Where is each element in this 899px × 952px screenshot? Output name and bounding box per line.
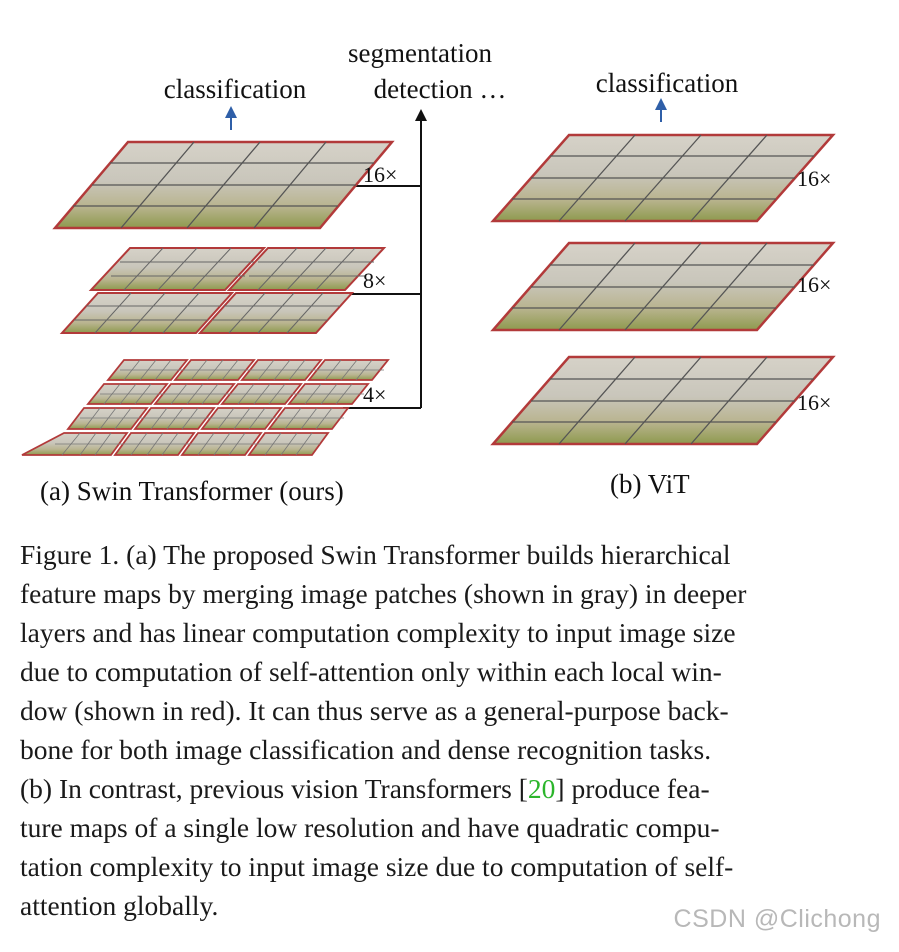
detection-label: detection …: [374, 74, 507, 104]
caption-line: tation complexity to input image size du…: [20, 851, 734, 882]
swin-layer-4x: [21, 359, 390, 456]
swin-classification-label: classification: [164, 74, 307, 104]
vit-subcaption: (b) ViT: [610, 469, 690, 499]
vit-layer-middle: [490, 241, 836, 332]
swin-scale-4x-label: 4×: [363, 382, 386, 407]
figure-caption: Figure 1. (a) The proposed Swin Transfor…: [20, 535, 856, 925]
caption-line: feature maps by merging image patches (s…: [20, 578, 747, 609]
vit-scale-top-label: 16×: [797, 166, 831, 191]
caption-line: Figure 1. (a) The proposed Swin Transfor…: [20, 539, 731, 570]
swin-transformer-panel: classification segmentation detection … …: [21, 38, 507, 506]
citation-link[interactable]: 20: [527, 773, 556, 804]
swin-scale-8x-label: 8×: [363, 268, 386, 293]
vit-panel: classification 16× 16× 16× (: [490, 68, 836, 499]
vit-layer-bottom: [490, 355, 836, 446]
caption-line: layers and has linear computation comple…: [20, 617, 736, 648]
caption-line: attention globally.: [20, 890, 219, 921]
vit-classification-label: classification: [596, 68, 739, 98]
caption-line-with-citation: (b) In contrast, previous vision Transfo…: [20, 769, 856, 808]
caption-line-part: (b) In contrast, previous vision Transfo…: [20, 773, 528, 804]
swin-layer-16x: [52, 140, 395, 230]
vit-layer-top: [490, 133, 836, 223]
caption-line: bone for both image classification and d…: [20, 734, 712, 765]
figure-1-diagram: classification segmentation detection … …: [21, 38, 836, 506]
watermark: CSDN @Clichong: [673, 905, 881, 933]
swin-scale-16x-label: 16×: [363, 162, 397, 187]
vit-scale-middle-label: 16×: [797, 272, 831, 297]
swin-layer-8x: [59, 247, 387, 334]
swin-subcaption: (a) Swin Transformer (ours): [40, 476, 344, 506]
caption-line: dow (shown in red). It can thus serve as…: [20, 695, 729, 726]
caption-line: due to computation of self-attention onl…: [20, 656, 722, 687]
caption-line-part: ] produce fea-: [555, 773, 710, 804]
caption-line: ture maps of a single low resolution and…: [20, 812, 720, 843]
vit-scale-bottom-label: 16×: [797, 390, 831, 415]
segmentation-label: segmentation: [348, 38, 492, 68]
